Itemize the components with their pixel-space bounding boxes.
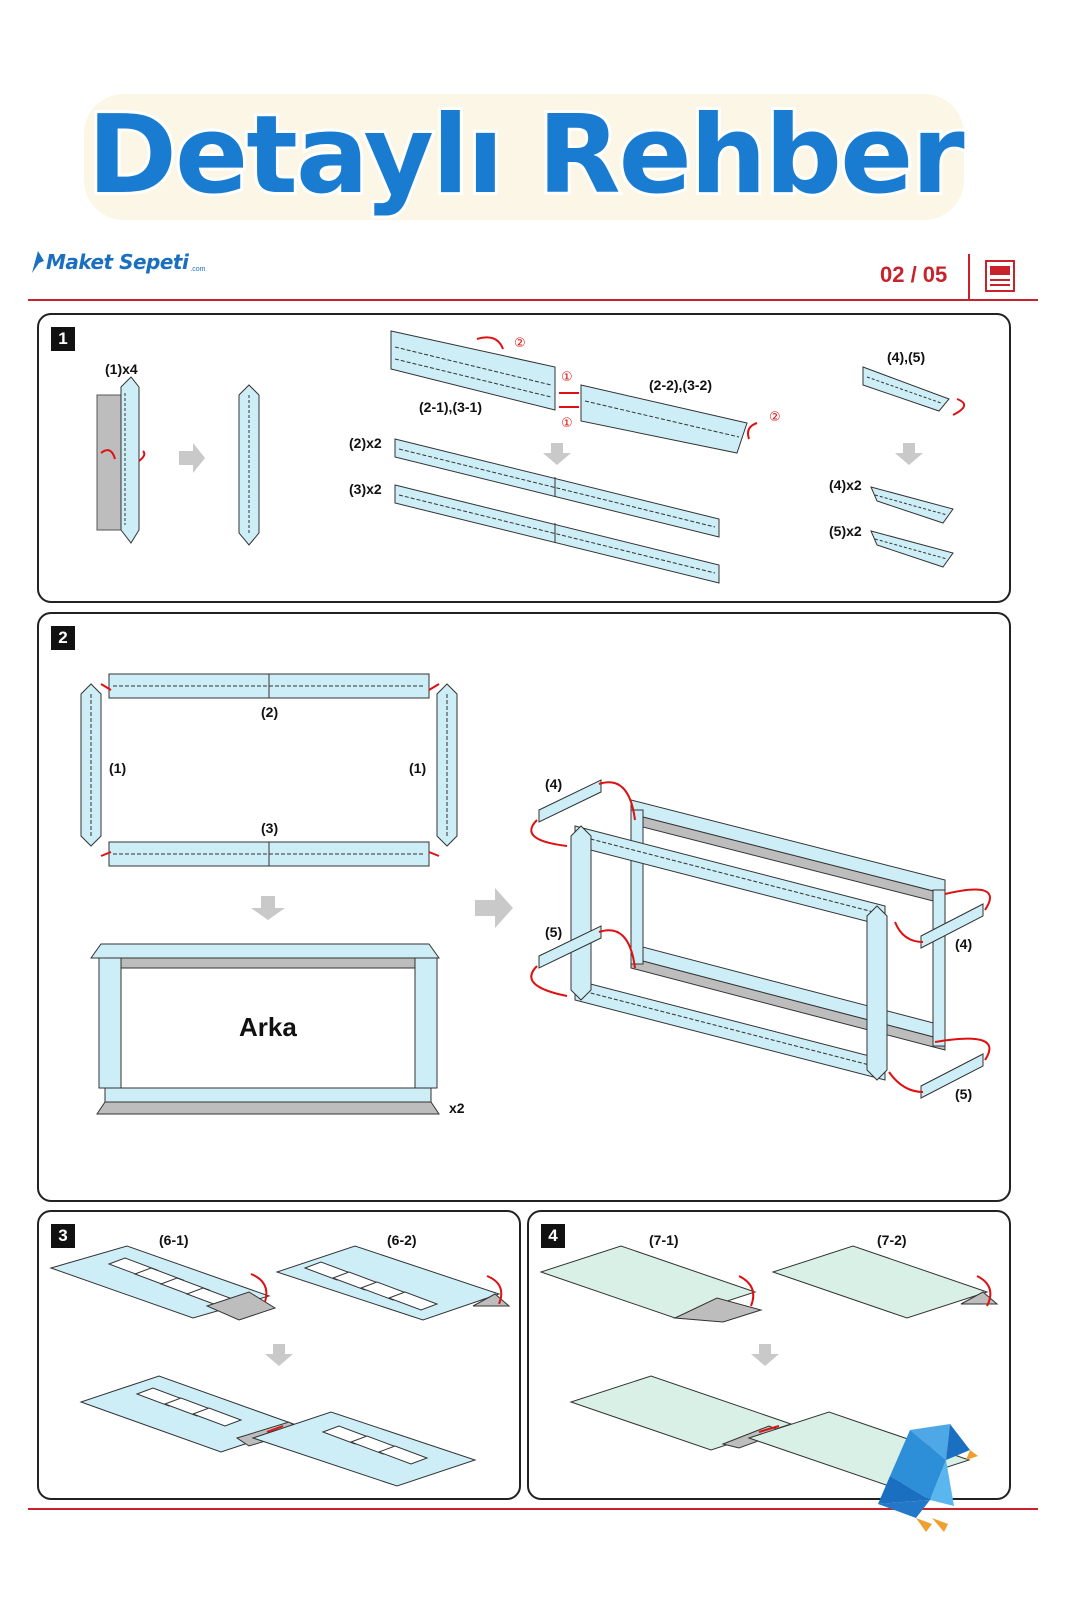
label-part-4-5: (4),(5) — [887, 349, 926, 365]
label-part-2-1-3-1: (2-1),(3-1) — [419, 399, 483, 415]
marker-2-right: ② — [769, 410, 781, 425]
step-4-panel: 4 (7-1) (7-2) — [527, 1210, 1011, 1500]
label-part-3-x2: (3)x2 — [349, 481, 382, 497]
step-3-panel: 3 — [37, 1210, 521, 1500]
origami-bird-icon — [878, 1424, 978, 1532]
logo: Maket Sepeti .com — [30, 244, 206, 280]
marker-1-top: ① — [561, 370, 573, 385]
label-part-7-2: (7-2) — [877, 1232, 907, 1248]
step-3-number: 3 — [51, 1224, 75, 1248]
page-title-text: Detaylı Rehber — [87, 93, 964, 218]
label-part-1-left: (1) — [109, 760, 127, 776]
label-part-2-x2: (2)x2 — [349, 435, 382, 451]
label-part-6-2: (6-2) — [387, 1232, 417, 1248]
header-divider — [968, 254, 970, 300]
label-part-5-right: (5) — [955, 1086, 973, 1102]
step-2-number: 2 — [51, 626, 75, 650]
label-part-5-top: (5) — [545, 924, 563, 940]
label-part-2-2-3-2: (2-2),(3-2) — [649, 377, 713, 393]
page-title: Detaylı Rehber — [80, 80, 980, 240]
logo-text: Maket Sepeti — [46, 250, 189, 274]
step-2-panel: 2 — [37, 612, 1011, 1202]
bird-logo-icon — [32, 251, 44, 273]
label-part-4-right: (4) — [955, 936, 973, 952]
label-part-6-1: (6-1) — [159, 1232, 189, 1248]
footer-rule — [28, 1508, 1038, 1510]
marker-1-bottom: ① — [561, 416, 573, 431]
document-icon — [985, 260, 1015, 292]
label-part-2: (2) — [261, 704, 279, 720]
header-rule — [28, 299, 1038, 301]
label-part-4-x2: (4)x2 — [829, 477, 862, 493]
multiplier-x2: x2 — [449, 1100, 465, 1116]
step-1-panel: 1 ② ① ① ② — [37, 313, 1011, 603]
step-1-number: 1 — [51, 327, 75, 351]
label-part-5-x2: (5)x2 — [829, 523, 862, 539]
label-part-3: (3) — [261, 820, 279, 836]
label-part-7-1: (7-1) — [649, 1232, 679, 1248]
page-indicator: 02 / 05 — [880, 262, 948, 287]
step-3-diagram — [49, 1245, 511, 1487]
back-label: Arka — [239, 1012, 297, 1042]
label-part-4-top: (4) — [545, 776, 563, 792]
step-4-number: 4 — [541, 1224, 565, 1248]
marker-2-top: ② — [514, 336, 526, 351]
label-part-1-x4: (1)x4 — [105, 361, 138, 377]
logo-suffix: .com — [190, 265, 206, 273]
step-2-diagram — [80, 673, 991, 1115]
label-part-1-right: (1) — [409, 760, 427, 776]
step-1-diagram: ② ① ① ② — [96, 330, 965, 584]
